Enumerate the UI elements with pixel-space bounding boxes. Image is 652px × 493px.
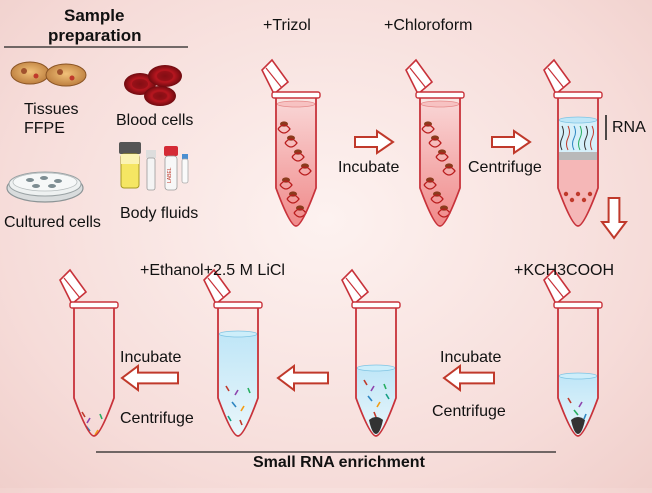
centrifuge-step-3: Centrifuge xyxy=(120,410,194,427)
tube-ethanol-licl xyxy=(203,268,263,437)
incubate-step-1: Incubate xyxy=(338,159,400,176)
body-fluids-label: Body fluids xyxy=(120,205,199,222)
ffpe-label: FFPE xyxy=(24,120,65,137)
kch3cooh-label: +KCH3COOH xyxy=(514,262,615,279)
tube-kch3cooh xyxy=(543,268,603,437)
tube-small-rna xyxy=(59,268,119,437)
centrifuge-step-1: Centrifuge xyxy=(468,159,542,176)
footer-title: Small RNA enrichment xyxy=(253,454,425,471)
incubate-step-2: Incubate xyxy=(440,349,502,366)
sample-tubes-icon: LABEL xyxy=(119,142,189,191)
trizol-label: +Trizol xyxy=(263,17,311,34)
tissue-icon xyxy=(10,61,87,87)
arrow-incubate xyxy=(354,129,395,155)
arrow-down xyxy=(600,197,628,240)
centrifuge-step-2: Centrifuge xyxy=(432,403,506,420)
tissues-label: Tissues xyxy=(24,101,79,118)
tube-supernatant xyxy=(341,268,401,437)
svg-text:LABEL: LABEL xyxy=(167,167,173,183)
tube-chloroform xyxy=(405,58,465,227)
cultured-cells-label: Cultured cells xyxy=(4,214,101,231)
tube-phase-separated xyxy=(543,58,603,227)
arrow-left-1 xyxy=(442,364,495,392)
blood-cells-icon xyxy=(124,65,182,106)
arrow-left-3 xyxy=(120,364,179,392)
tube-trizol xyxy=(261,58,321,227)
arrow-centrifuge xyxy=(491,129,532,155)
ethanol-licl-label: +Ethanol+2.5 M LiCl xyxy=(140,262,285,279)
sample-preparation-title-line2: preparation xyxy=(48,26,142,45)
sample-preparation-title-line1: Sample xyxy=(64,6,125,25)
petri-dish-icon xyxy=(6,171,84,203)
rna-label: RNA xyxy=(612,119,646,136)
incubate-step-3: Incubate xyxy=(120,349,182,366)
chloroform-label: +Chloroform xyxy=(384,17,473,34)
arrow-left-2 xyxy=(276,364,329,392)
blood-cells-label: Blood cells xyxy=(116,112,194,129)
